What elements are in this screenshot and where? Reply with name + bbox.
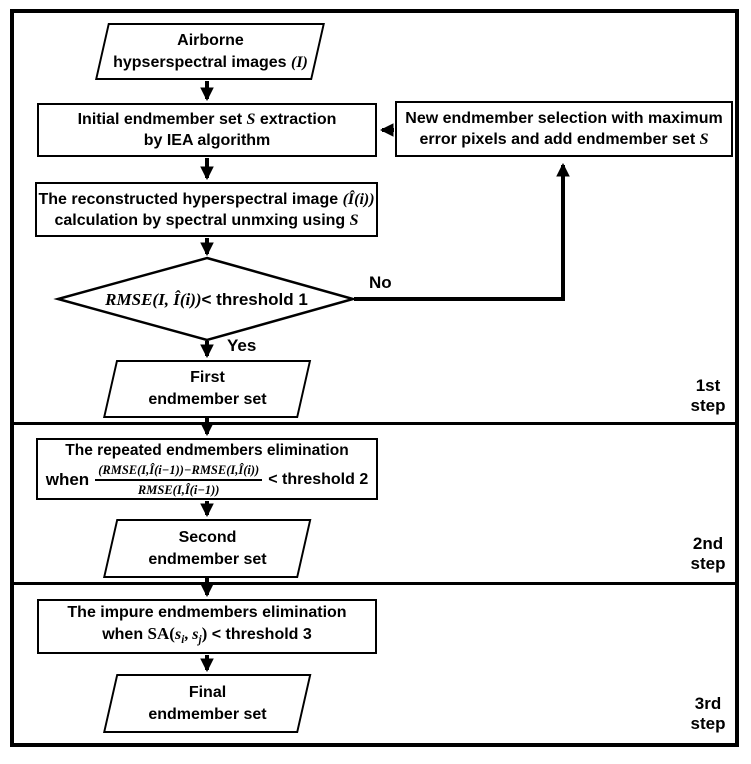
final-set-line1: Final bbox=[188, 683, 227, 701]
node-airborne-images: Airborne hypserspectral images (I) bbox=[95, 23, 325, 80]
node-final-endmember-set: Final endmember set bbox=[103, 674, 312, 733]
new-endmember-line2: error pixels and add endmember set S bbox=[420, 129, 709, 150]
airborne-line2: hypserspectral images (I) bbox=[113, 52, 308, 74]
comma: , bbox=[184, 625, 193, 643]
step-label-2nd: 2nd step bbox=[678, 534, 738, 574]
final-set-line2: endmember set bbox=[148, 705, 267, 723]
step3-num: 3rd bbox=[694, 694, 722, 713]
arrow-decision-no-to-new-endmember bbox=[354, 162, 570, 301]
step2-step3-divider bbox=[10, 582, 739, 585]
step1-step2-divider bbox=[10, 422, 739, 425]
subscript-i: i bbox=[181, 634, 185, 647]
impure-line1: The impure endmembers elimination bbox=[67, 603, 347, 621]
second-set-line2: endmember set bbox=[148, 550, 267, 568]
airborne-line1: Airborne bbox=[177, 31, 244, 49]
symbol-s-j: s bbox=[192, 625, 199, 643]
step-label-3rd: 3rd step bbox=[678, 694, 738, 734]
reconstructed-line2: calculation by spectral unmxing using S bbox=[54, 210, 358, 231]
symbol-S: S bbox=[349, 211, 359, 229]
sa-function: SA( bbox=[147, 623, 175, 643]
reconstructed-line1-pre: The reconstructed hyperspectral image bbox=[38, 190, 343, 208]
first-set-label: First endmember set bbox=[110, 360, 305, 418]
decision-diamond-shape bbox=[53, 256, 358, 342]
threshold1-text: < threshold 1 bbox=[201, 290, 308, 309]
threshold3-text: < threshold 3 bbox=[207, 625, 312, 643]
first-set-line2: endmember set bbox=[148, 391, 267, 408]
node-new-endmember-selection: New endmember selection with maximum err… bbox=[395, 101, 733, 157]
rmse-expression: RMSE(I, Î(i)) bbox=[105, 290, 202, 309]
close-paren: ) bbox=[201, 623, 208, 643]
symbol-I-hat-i: (Î(i)) bbox=[342, 190, 375, 208]
edge-label-yes: Yes bbox=[227, 336, 257, 355]
initial-line1-pre: Initial endmember set bbox=[77, 111, 247, 128]
reconstructed-line1: The reconstructed hyperspectral image (Î… bbox=[38, 189, 374, 210]
new-endmember-line1: New endmember selection with maximum bbox=[405, 110, 723, 127]
symbol-I: (I) bbox=[290, 53, 308, 71]
step-label-1st: 1st step bbox=[678, 376, 738, 416]
step3-word: step bbox=[690, 714, 726, 733]
final-set-label: Final endmember set bbox=[110, 674, 305, 733]
node-reconstructed-image: The reconstructed hyperspectral image (Î… bbox=[35, 182, 378, 237]
node-airborne-label: Airborne hypserspectral images (I) bbox=[102, 23, 319, 80]
node-impure-elimination: The impure endmembers elimination when S… bbox=[37, 599, 377, 654]
node-second-endmember-set: Second endmember set bbox=[103, 519, 312, 578]
fraction-denominator: RMSE(I,Î(i−1)) bbox=[137, 482, 220, 497]
fraction-numerator: (RMSE(I,Î(i−1))−RMSE(I,Î(i)) bbox=[95, 462, 263, 481]
step2-num: 2nd bbox=[692, 534, 724, 553]
node-repeated-elimination: The repeated endmembers elimination when… bbox=[36, 438, 378, 500]
node-rmse-decision: RMSE(I, Î(i)) < threshold 1 bbox=[59, 260, 354, 340]
node-first-endmember-set: First endmember set bbox=[103, 360, 312, 418]
first-set-line1: First bbox=[190, 369, 225, 386]
when-label: when bbox=[45, 470, 90, 489]
repeated-line1: The repeated endmembers elimination bbox=[65, 441, 349, 459]
step1-word: step bbox=[690, 396, 726, 415]
initial-line1: Initial endmember set S extraction bbox=[78, 109, 337, 130]
new-endmember-line2-pre: error pixels and add endmember set bbox=[419, 131, 700, 148]
edge-label-no: No bbox=[369, 273, 392, 292]
initial-line2: by IEA algorithm bbox=[143, 132, 271, 149]
reconstructed-line2-pre: calculation by spectral unmxing using bbox=[54, 211, 350, 229]
symbol-S: S bbox=[246, 111, 256, 128]
repeated-condition-row: when (RMSE(I,Î(i−1))−RMSE(I,Î(i)) RMSE(I… bbox=[46, 462, 368, 498]
initial-line1-post: extraction bbox=[255, 111, 337, 128]
symbol-S: S bbox=[699, 131, 709, 148]
outer-frame bbox=[10, 9, 739, 747]
symbol-s-i: s bbox=[174, 625, 182, 643]
second-set-line1: Second bbox=[178, 528, 237, 546]
threshold2-text: < threshold 2 bbox=[268, 471, 369, 488]
node-initial-extraction: Initial endmember set S extraction by IE… bbox=[37, 103, 377, 157]
second-set-label: Second endmember set bbox=[110, 519, 305, 578]
impure-line2: when SA(si, sj) < threshold 3 bbox=[102, 623, 312, 651]
impure-when: when bbox=[102, 625, 148, 643]
subscript-j: j bbox=[198, 634, 202, 647]
step1-num: 1st bbox=[695, 376, 721, 395]
airborne-line2-text: hypserspectral images bbox=[113, 53, 291, 71]
rmse-fraction: (RMSE(I,Î(i−1))−RMSE(I,Î(i)) RMSE(I,Î(i−… bbox=[95, 462, 263, 498]
step2-word: step bbox=[690, 554, 726, 573]
